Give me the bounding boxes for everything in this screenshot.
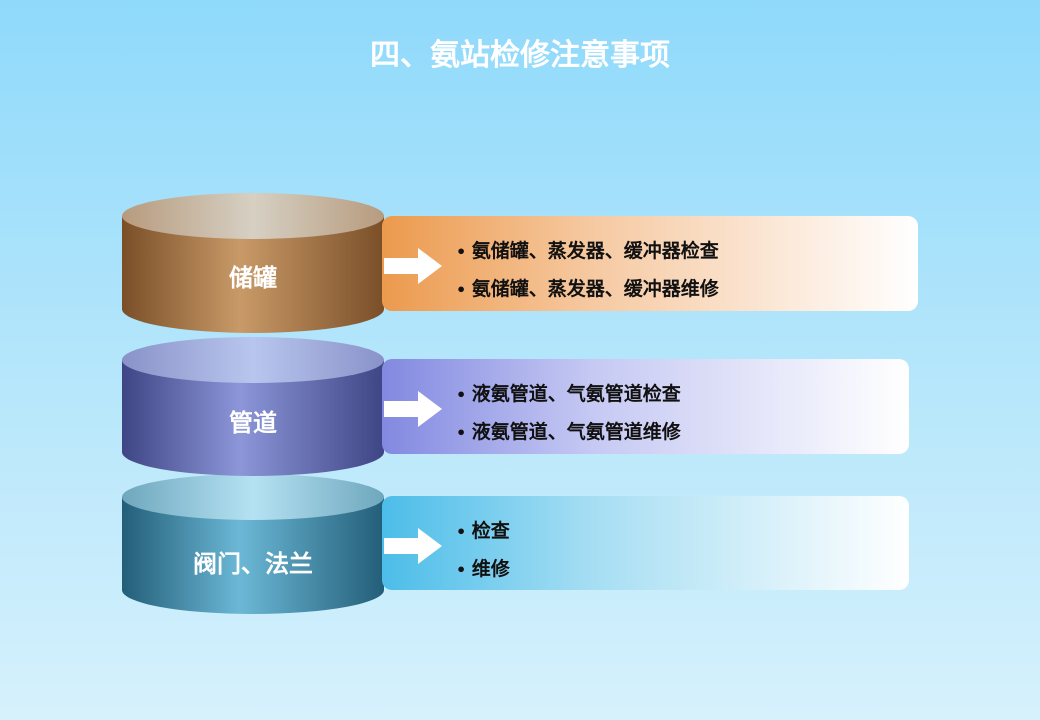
cylinder-1 (122, 193, 384, 333)
cylinder-label-valve-flange: 阀门、法兰 (193, 549, 313, 578)
cylinder-3 (122, 474, 384, 614)
arrow-right-icon (384, 391, 442, 427)
cylinder-2 (122, 337, 384, 476)
arrow-right-icon (384, 528, 442, 564)
arrow-right-icon (384, 248, 442, 284)
list-item: 液氨管道、气氨管道维修 (456, 417, 681, 444)
list-item: 氨储罐、蒸发器、缓冲器检查 (456, 236, 719, 263)
cylinder-label-storage-tank: 储罐 (229, 263, 277, 292)
list-item: 维修 (456, 554, 510, 581)
detail-box-pipeline: 液氨管道、气氨管道检查 液氨管道、气氨管道维修 (382, 359, 909, 454)
detail-box-valve-flange: 检查 维修 (382, 496, 909, 590)
cylinder-label-pipeline: 管道 (229, 408, 277, 437)
list-item: 液氨管道、气氨管道检查 (456, 379, 681, 406)
list-item: 氨储罐、蒸发器、缓冲器维修 (456, 274, 719, 301)
slide-title: 四、氨站检修注意事项 (370, 38, 670, 73)
list-item: 检查 (456, 516, 510, 543)
detail-box-storage-tank: 氨储罐、蒸发器、缓冲器检查 氨储罐、蒸发器、缓冲器维修 (382, 216, 918, 311)
